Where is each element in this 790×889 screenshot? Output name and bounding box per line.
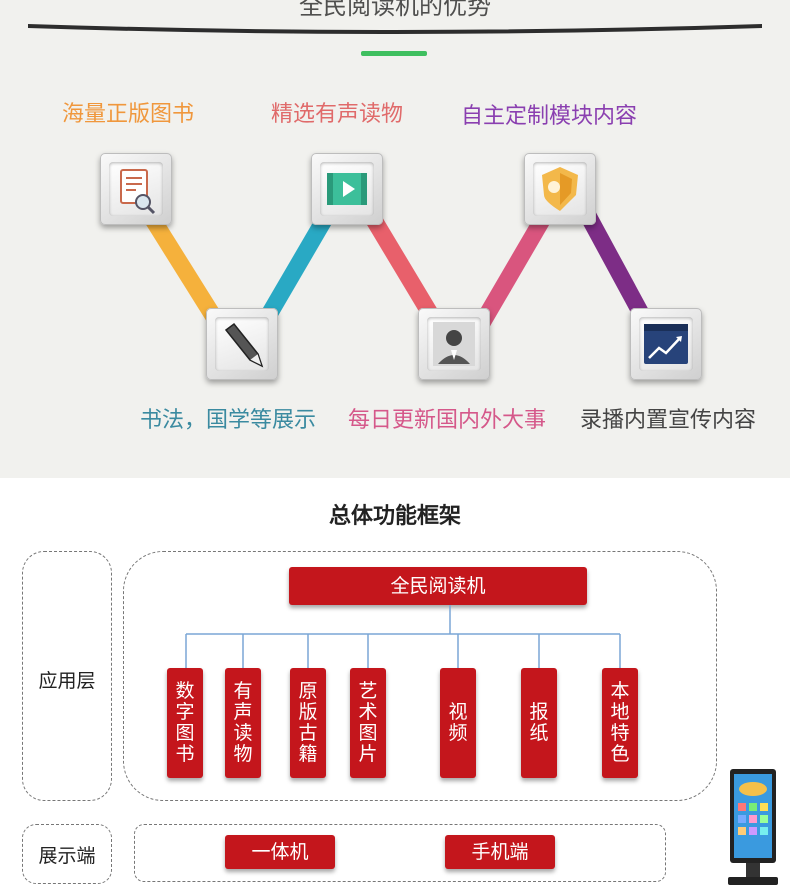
module-art-images: 艺术图片	[350, 668, 386, 778]
app-layer-box	[22, 551, 112, 801]
connector-4	[470, 205, 556, 335]
terminal-kiosk: 一体机	[225, 835, 335, 869]
framework-title: 总体功能框架	[328, 504, 461, 529]
app-layer-label: 应用层	[38, 670, 96, 692]
header-arc	[28, 24, 762, 34]
terminals-box	[134, 824, 666, 882]
module-video: 视频	[440, 668, 476, 778]
features-section: 全民阅读机的优势 海量正版图书 精选有声读物 自主定制模块内容 书法，国学等展示…	[28, 0, 762, 433]
feature-label-books: 海量正版图书	[62, 102, 195, 127]
pencil-icon	[206, 308, 278, 380]
document-search-icon	[100, 153, 172, 225]
display-layer-box	[22, 824, 112, 884]
display-layer-label: 展示端	[38, 845, 96, 867]
module-digital-books: 数字图书	[167, 668, 203, 778]
chart-window-icon	[630, 308, 702, 380]
module-audiobooks: 有声读物	[225, 668, 261, 778]
video-play-icon	[311, 153, 383, 225]
zigzag-connectors	[142, 205, 658, 335]
feature-label-news: 每日更新国内外大事	[348, 408, 547, 433]
person-icon	[418, 308, 490, 380]
green-divider	[361, 51, 427, 56]
module-newspaper: 报纸	[521, 668, 557, 778]
framework-section: 总体功能框架 应用层 全民阅读机 数字图书 有声读物 原版古籍 艺术图片 视频 …	[0, 478, 790, 889]
terminal-mobile: 手机端	[445, 835, 555, 869]
feature-label-calligraphy: 书法，国学等展示	[140, 408, 317, 433]
shield-icon	[524, 153, 596, 225]
modules-box	[123, 551, 717, 801]
section-title: 全民阅读机的优势	[299, 0, 491, 20]
root-node: 全民阅读机	[289, 567, 587, 605]
feature-label-custom: 自主定制模块内容	[461, 104, 638, 129]
tree-lines	[185, 605, 621, 668]
feature-label-audio: 精选有声读物	[271, 102, 404, 127]
kiosk-device-icon	[728, 769, 778, 885]
module-ancient-books: 原版古籍	[290, 668, 326, 778]
feature-label-promo: 录播内置宣传内容	[580, 408, 757, 433]
module-local-features: 本地特色	[602, 668, 638, 778]
